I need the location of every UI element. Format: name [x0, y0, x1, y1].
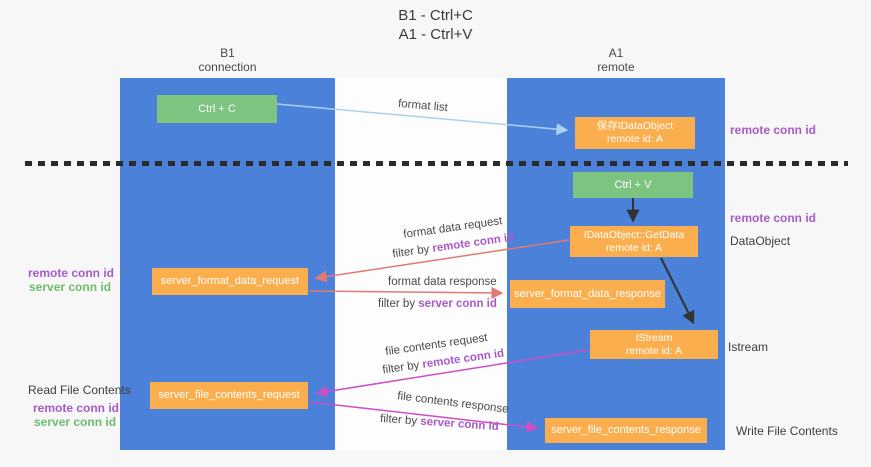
title-line-2: A1 - Ctrl+V [398, 26, 473, 43]
lane-header-a1: A1 remote [507, 46, 725, 74]
node-server-file-contents-response-label: server_file_contents_response [551, 424, 701, 436]
label-write-file-contents: Write File Contents [736, 424, 838, 438]
arrow-format-data-response [309, 286, 504, 299]
label-server-conn-id-mid-left: server conn id [29, 280, 112, 294]
node-server-format-data-request-label: server_format_data_request [160, 275, 300, 287]
node-ctrl-v-label: Ctrl + V [614, 178, 652, 191]
arrow-getdata-to-istream [660, 257, 695, 325]
node-server-format-data-response-label: server_format_data_response [514, 287, 661, 300]
diagram-title: B1 - Ctrl+C A1 - Ctrl+V [0, 6, 871, 44]
node-server-file-contents-response: server_file_contents_response [545, 418, 707, 443]
title-line-1: B1 - Ctrl+C [398, 7, 473, 24]
label-istream: Istream [728, 340, 769, 354]
node-istream: IStream remote id: A [590, 330, 718, 359]
lane-header-a1-role: remote [597, 60, 635, 74]
label-remote-conn-id-top-right: remote conn id [730, 123, 817, 137]
node-save-dataobject: 保存IDataObject remote id: A [575, 117, 695, 149]
filter-key-server-conn-id: server conn id [418, 298, 497, 310]
lane-header-b1: B1 connection [120, 46, 335, 74]
edge-label-format-data-response: format data response [388, 276, 497, 288]
node-idataobject-getdata-line1: IDataObject::GetData [583, 228, 685, 241]
arrow-format-data-request [314, 239, 570, 283]
edge-label-format-data-response-filter: filter by server conn id [378, 298, 497, 310]
arrow-format-list [276, 103, 569, 136]
lane-header-a1-name: A1 [608, 46, 624, 60]
node-save-dataobject-line2: remote id: A [606, 133, 664, 145]
node-ctrl-c-label: Ctrl + C [198, 102, 236, 115]
node-save-dataobject-line1: 保存IDataObject [596, 120, 674, 132]
node-idataobject-getdata-line2: remote id: A [605, 241, 663, 254]
label-remote-conn-id-mid-right: remote conn id [730, 211, 817, 225]
arrow-file-contents-response [309, 401, 539, 433]
node-server-file-contents-request-label: server_file_contents_request [158, 389, 300, 401]
node-istream-line1: IStream [635, 331, 673, 344]
node-server-file-contents-request: server_file_contents_request [150, 382, 308, 409]
lane-header-b1-name: B1 [220, 46, 235, 60]
lane-header-b1-role: connection [198, 60, 257, 74]
middle-strip [335, 78, 507, 450]
node-istream-line2: remote id: A [625, 344, 683, 357]
label-remote-conn-id-bottom-left: remote conn id [33, 401, 120, 415]
arrow-file-contents-request [315, 349, 589, 398]
node-ctrl-c: Ctrl + C [157, 95, 277, 123]
node-server-format-data-response: server_format_data_response [510, 280, 665, 308]
label-dataobject: DataObject [730, 234, 791, 248]
node-ctrl-v: Ctrl + V [573, 172, 693, 198]
node-idataobject-getdata: IDataObject::GetData remote id: A [570, 226, 698, 257]
node-server-format-data-request: server_format_data_request [152, 268, 308, 295]
label-server-conn-id-bottom-left: server conn id [34, 415, 117, 429]
dashed-divider [25, 161, 848, 166]
label-read-file-contents: Read File Contents [28, 383, 131, 397]
label-remote-conn-id-mid-left: remote conn id [28, 266, 115, 280]
filter-by-text: filter by [378, 298, 419, 310]
